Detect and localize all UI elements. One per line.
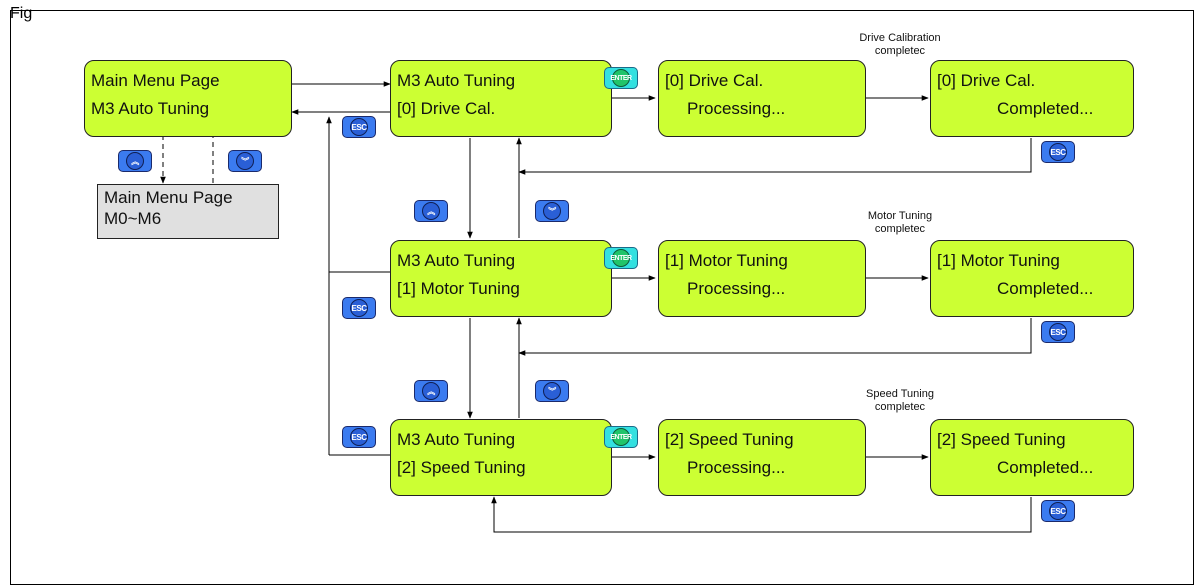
done-status: Completed... [997,99,1094,118]
main-menu-line2: M3 Auto Tuning [91,99,210,118]
menu-item: Motor Tuning [415,279,520,298]
up-button-row2[interactable]: ︽ [414,380,448,402]
processing-box-row0: [0] Drive Cal. Processing... [658,60,866,137]
done-item: Drive Cal. [955,71,1036,90]
esc-icon: ESC [1049,143,1067,161]
esc-button-row2[interactable]: ESC [342,426,376,448]
menu-line1: M3 Auto Tuning [397,71,516,90]
chevron-down-icon: ︾ [236,152,254,170]
chevron-up-icon: ︽ [422,382,440,400]
note-line1: Speed Tuning [866,388,934,400]
esc-icon: ESC [1049,323,1067,341]
esc-icon: ESC [1049,502,1067,520]
done-item: Speed Tuning [955,430,1066,449]
done-index: [1] [937,251,956,270]
processing-box-row2: [2] Speed Tuning Processing... [658,419,866,496]
down-button-main[interactable]: ︾ [228,150,262,172]
note-row2: Speed Tuning completec [830,388,970,414]
done-status: Completed... [997,458,1094,477]
done-status: Completed... [997,279,1094,298]
chevron-down-icon: ︾ [543,382,561,400]
menu-index: [2] [397,458,416,477]
note-line2: completec [874,401,926,413]
esc-icon: ESC [350,118,368,136]
esc-button-done0[interactable]: ESC [1041,141,1075,163]
menu-box-row1: M3 Auto Tuning [1] Motor Tuning [390,240,612,317]
menu-item: Speed Tuning [415,458,526,477]
note-row1: Motor Tuning completec [830,210,970,236]
enter-button-row0[interactable]: ENTER [604,67,638,89]
note-row0: Drive Calibration completec [830,32,970,58]
esc-button-done2[interactable]: ESC [1041,500,1075,522]
submenu-line1: Main Menu Page [104,188,233,207]
chevron-up-icon: ︽ [126,152,144,170]
note-line2: completec [874,223,926,235]
proc-status: Processing... [687,458,786,477]
arrow-return-2 [491,496,1032,533]
enter-button-row1[interactable]: ENTER [604,247,638,269]
menu-box-row0: M3 Auto Tuning [0] Drive Cal. [390,60,612,137]
main-menu-box: Main Menu Page M3 Auto Tuning [84,60,292,137]
proc-item: Drive Cal. [683,71,764,90]
down-button-row1[interactable]: ︾ [535,380,569,402]
figure-label: Fig [10,5,33,22]
down-button-row0[interactable]: ︾ [535,200,569,222]
esc-icon: ESC [350,299,368,317]
done-index: [0] [937,71,956,90]
submenu-box: Main Menu Page M0~M6 [97,184,279,239]
proc-status: Processing... [687,279,786,298]
proc-item: Speed Tuning [683,430,794,449]
up-button-main[interactable]: ︽ [118,150,152,172]
esc-button-row1[interactable]: ESC [342,297,376,319]
arrow-return-0 [518,138,1032,175]
proc-status: Processing... [687,99,786,118]
proc-item: Motor Tuning [683,251,788,270]
proc-index: [1] [665,251,684,270]
esc-button-row0[interactable]: ESC [342,116,376,138]
up-button-row1[interactable]: ︽ [414,200,448,222]
proc-index: [2] [665,430,684,449]
menu-item: Drive Cal. [415,99,496,118]
arrow-return-1 [518,318,1032,356]
enter-button-row2[interactable]: ENTER [604,426,638,448]
processing-box-row1: [1] Motor Tuning Processing... [658,240,866,317]
completed-box-row1: [1] Motor Tuning Completed... [930,240,1134,317]
proc-index: [0] [665,71,684,90]
esc-button-done1[interactable]: ESC [1041,321,1075,343]
completed-box-row2: [2] Speed Tuning Completed... [930,419,1134,496]
menu-line1: M3 Auto Tuning [397,430,516,449]
enter-icon: ENTER [610,249,632,267]
done-index: [2] [937,430,956,449]
menu-line1: M3 Auto Tuning [397,251,516,270]
chevron-down-icon: ︾ [543,202,561,220]
menu-index: [0] [397,99,416,118]
completed-box-row0: [0] Drive Cal. Completed... [930,60,1134,137]
main-menu-line1: Main Menu Page [91,71,220,90]
chevron-up-icon: ︽ [422,202,440,220]
note-line1: Drive Calibration [859,32,941,44]
esc-icon: ESC [350,428,368,446]
menu-box-row2: M3 Auto Tuning [2] Speed Tuning [390,419,612,496]
note-line2: completec [874,45,926,57]
submenu-line2: M0~M6 [104,209,162,228]
menu-index: [1] [397,279,416,298]
enter-icon: ENTER [610,428,632,446]
done-item: Motor Tuning [955,251,1060,270]
enter-icon: ENTER [610,69,632,87]
note-line1: Motor Tuning [867,210,933,222]
